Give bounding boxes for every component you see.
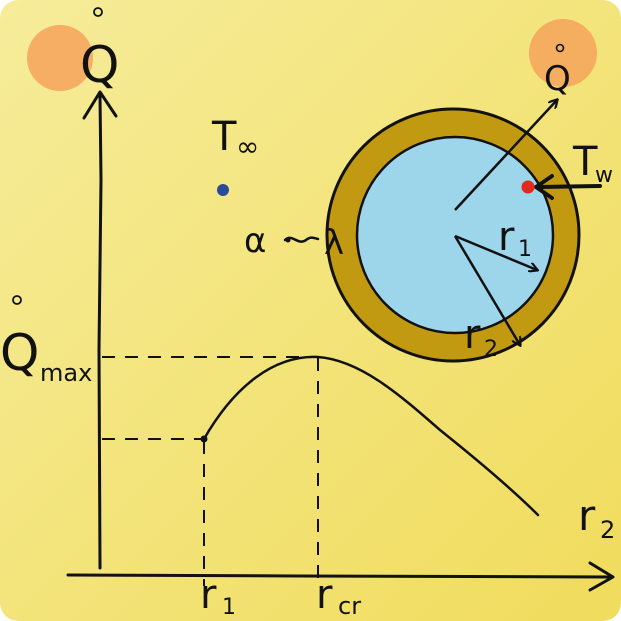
tick-rcr-subscript: cr (338, 592, 361, 620)
t-inf-subscript: ∞ (236, 130, 259, 163)
tw-arrowhead (534, 174, 554, 200)
qmax-subscript: max (40, 359, 92, 387)
radius-r2-arrow (453, 235, 520, 345)
tick-r1-label: r (200, 572, 217, 618)
y-axis (97, 93, 103, 570)
x-axis-subscript: 2 (600, 516, 615, 544)
t-inf-label: T (211, 114, 237, 160)
heat-flow-curve (202, 355, 540, 517)
alpha-lambda-connector (283, 236, 320, 243)
x-axis (66, 573, 612, 579)
pipe-interior (355, 135, 555, 335)
x-axis-label: r (578, 491, 596, 540)
heat-flow-arrow (454, 100, 557, 211)
radius-r1-arrow (454, 234, 537, 270)
pipe-r2-label: r (464, 312, 481, 358)
y-axis-label: Q (80, 36, 119, 94)
alpha-connector-dot (285, 237, 291, 243)
tw-arrow (536, 184, 602, 189)
t-w-label: T (572, 139, 598, 185)
y-axis-arrowhead (82, 90, 118, 120)
qmax-label: Q (0, 324, 39, 382)
highlight-circle-right (529, 19, 597, 87)
tick-rcr-label: r (316, 572, 333, 618)
alpha-label: α (244, 221, 266, 261)
highlight-circle-left (27, 25, 93, 91)
qmax-dot (12, 295, 22, 305)
t-w-point (521, 180, 535, 194)
lambda-label: λ (324, 223, 344, 263)
t-inf-point (217, 184, 229, 196)
t-w-subscript: w (595, 163, 613, 188)
curve-start-point (200, 435, 208, 443)
pipe-r1-label: r (498, 214, 515, 260)
pipe-q-label: Q (544, 59, 571, 99)
x-axis-arrowhead (588, 561, 615, 592)
y-axis-dot (93, 7, 103, 17)
pipe-q-dot (555, 43, 565, 53)
pipe-r1-subscript: 1 (518, 237, 532, 262)
pipe-r2-subscript: 2 (484, 337, 498, 362)
tick-r1-subscript: 1 (222, 595, 236, 620)
